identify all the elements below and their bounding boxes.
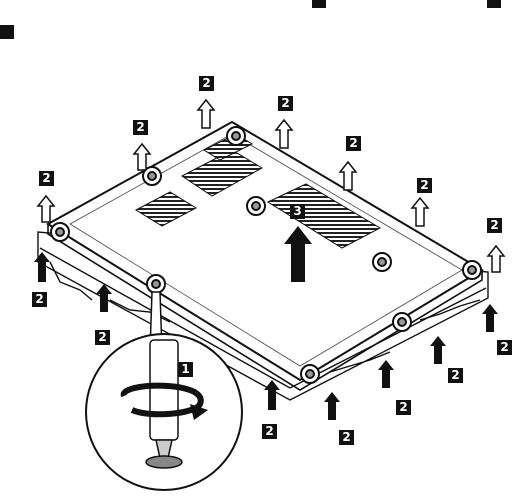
step-tag-1: 1 (178, 362, 193, 377)
step-tag-2: 2 (262, 424, 277, 439)
step-tag-2: 2 (497, 340, 512, 355)
step-tag-2: 2 (39, 171, 54, 186)
header-mark (0, 25, 14, 39)
header-mark (487, 0, 501, 8)
step-tag-2: 2 (448, 368, 463, 383)
step-tag-2: 2 (199, 76, 214, 91)
step-tag-2: 2 (339, 430, 354, 445)
step-tag-2: 2 (396, 400, 411, 415)
step-tag-3: 3 (290, 204, 305, 219)
step-tag-2: 2 (133, 120, 148, 135)
step-tag-2: 2 (95, 330, 110, 345)
header-mark (312, 0, 326, 8)
step-tag-2: 2 (417, 178, 432, 193)
step-tag-2: 2 (346, 136, 361, 151)
step-tag-2: 2 (32, 292, 47, 307)
bottom-cover (48, 122, 482, 390)
step-tag-2: 2 (278, 96, 293, 111)
step-tag-2: 2 (487, 218, 502, 233)
